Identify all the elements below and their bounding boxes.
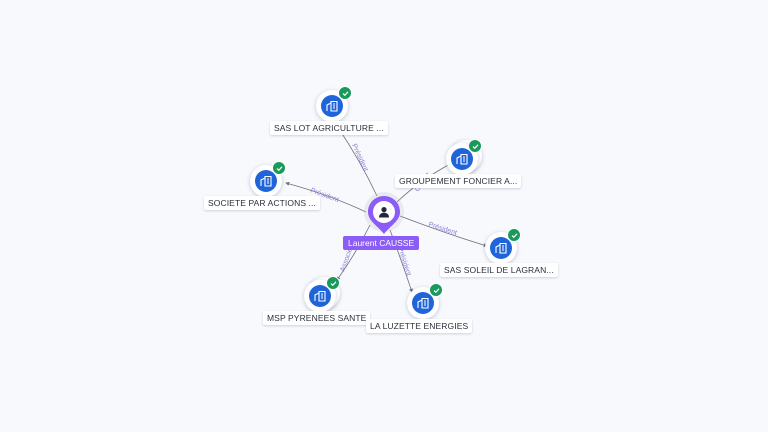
check-badge-icon <box>468 139 482 153</box>
company-label-sas-lot[interactable]: SAS LOT AGRICULTURE ... <box>270 121 388 135</box>
building-icon <box>260 175 272 187</box>
check-badge-icon <box>272 161 286 175</box>
edge-label-soleil: Président <box>427 221 457 237</box>
company-label-soleil[interactable]: SAS SOLEIL DE LAGRAN... <box>440 263 558 277</box>
building-icon <box>326 100 338 112</box>
company-label-societe[interactable]: SOCIETE PAR ACTIONS ... <box>204 196 320 210</box>
company-label-luzette[interactable]: LA LUZETTE ENERGIES <box>366 319 473 333</box>
edge-soleil <box>399 215 488 248</box>
company-label-groupement[interactable]: GROUPEMENT FONCIER A... <box>395 174 522 188</box>
company-node-luzette[interactable] <box>407 283 443 319</box>
person-icon <box>379 207 389 218</box>
edge-societe <box>285 181 367 213</box>
company-node-msp[interactable] <box>304 276 340 312</box>
check-badge-icon <box>326 276 340 290</box>
company-label-msp[interactable]: MSP PYRENEES SANTE <box>263 311 371 325</box>
edge-luzette <box>389 229 413 293</box>
edge-label-msp: Associé <box>339 247 354 273</box>
person-node[interactable] <box>364 192 404 236</box>
building-icon <box>495 242 507 254</box>
edge-label-sas-lot: Président <box>350 143 369 173</box>
company-node-sas-lot[interactable] <box>316 86 352 122</box>
edge-msp <box>336 224 371 281</box>
building-icon <box>314 290 326 302</box>
check-badge-icon <box>338 86 352 100</box>
check-badge-icon <box>507 228 521 242</box>
check-badge-icon <box>429 283 443 297</box>
person-name-label[interactable]: Laurent CAUSSE <box>343 236 420 250</box>
edge-label-luzette: Président <box>396 246 412 276</box>
building-icon <box>456 153 468 165</box>
company-node-groupement[interactable] <box>446 139 482 175</box>
building-icon <box>417 297 429 309</box>
edge-sas-lot <box>336 125 378 197</box>
company-node-societe[interactable] <box>250 161 286 197</box>
company-node-soleil[interactable] <box>485 228 521 264</box>
